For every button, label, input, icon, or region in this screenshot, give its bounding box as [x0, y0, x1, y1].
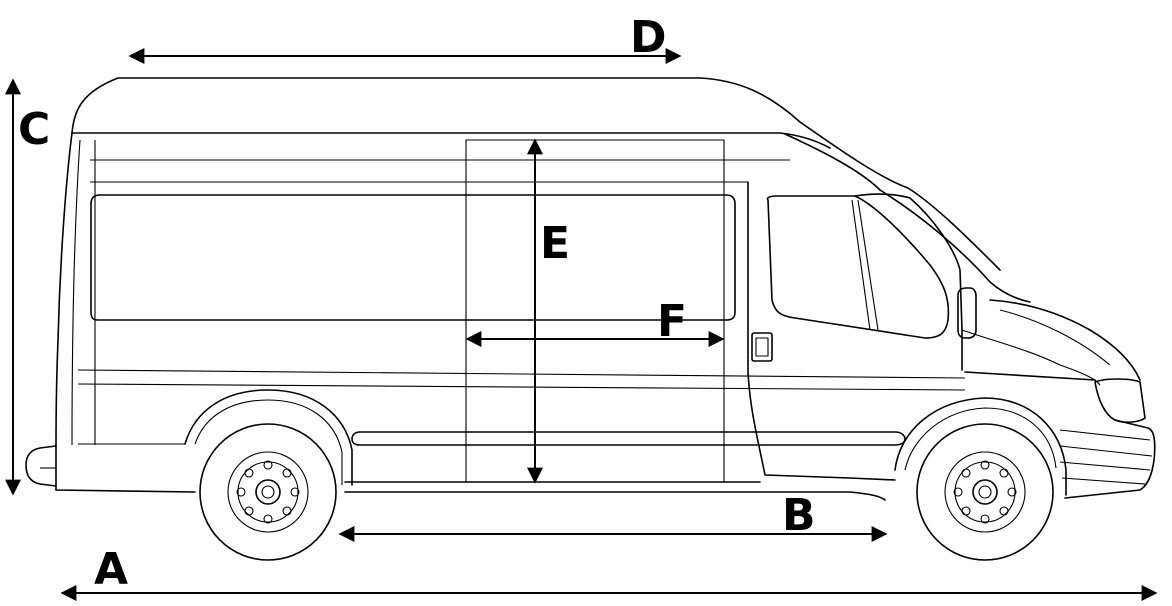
- rear-wheel-studs: [236, 460, 300, 524]
- label-b: B: [782, 490, 816, 541]
- front-wheel: [916, 423, 1054, 561]
- dimension-arrows: [5, 48, 1158, 601]
- label-e: E: [540, 218, 570, 269]
- label-a: A: [94, 544, 128, 595]
- rear-wheel: [199, 423, 337, 561]
- label-f: F: [657, 296, 687, 347]
- van-body: [25, 77, 1156, 501]
- dimension-labels: A B C D E F: [18, 12, 816, 595]
- front-wheel-studs: [953, 460, 1017, 524]
- label-c: C: [18, 104, 50, 155]
- label-d: D: [630, 12, 667, 63]
